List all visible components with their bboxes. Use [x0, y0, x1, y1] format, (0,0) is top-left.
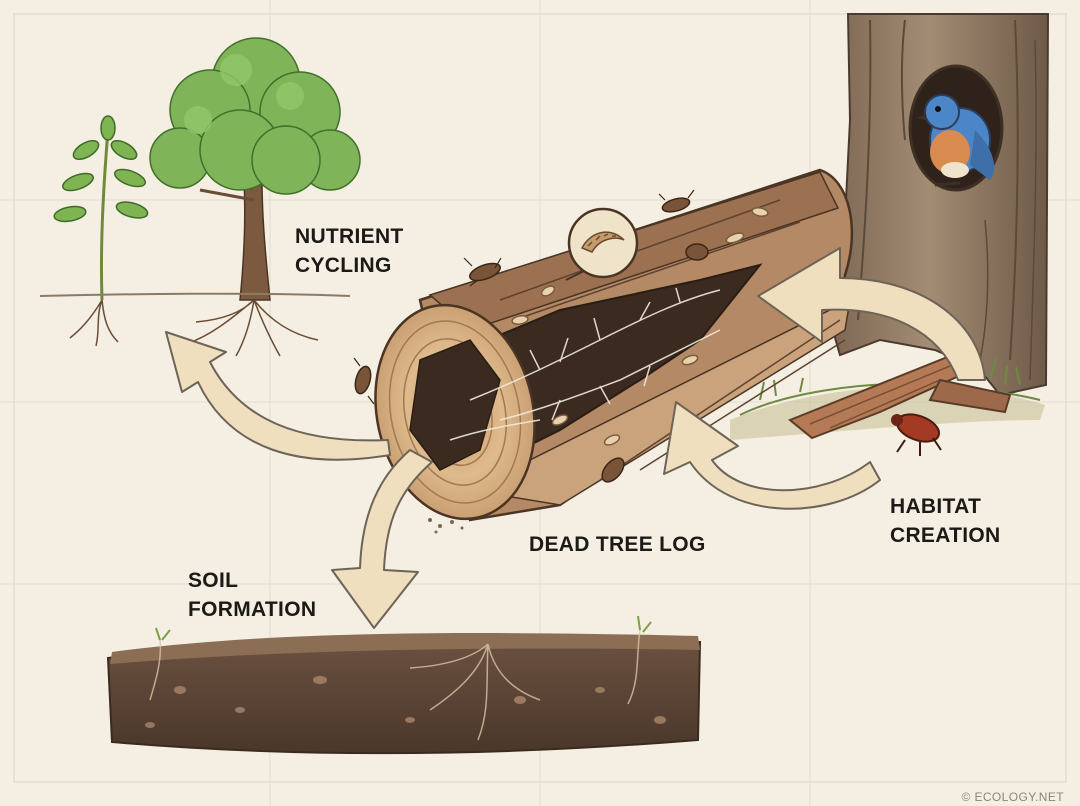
label-soil-line2: FORMATION: [188, 598, 317, 621]
label-nutrient-line2: CYCLING: [295, 254, 392, 277]
magnifier-larva: [565, 207, 639, 281]
fungus-icon: [449, 287, 721, 441]
label-dead-tree-log: DEAD TREE LOG: [529, 530, 706, 559]
arrow-habitat-upper: [757, 247, 986, 381]
log-icon: [374, 168, 854, 522]
label-habitat-creation: HABITAT CREATION: [890, 492, 1001, 550]
beetles: [354, 197, 709, 483]
page-border: [13, 13, 1067, 783]
label-log-text: DEAD TREE LOG: [529, 533, 706, 556]
arrow-soil-formation: [331, 449, 433, 629]
bird-icon: [916, 94, 995, 187]
bark-icon: [788, 350, 1012, 440]
sawdust: [428, 518, 464, 534]
label-nutrient-cycling: NUTRIENT CYCLING: [295, 222, 404, 280]
arrow-habitat-lower: [663, 401, 881, 510]
credit-text: © ECOLOGY.NET: [961, 790, 1064, 804]
label-nutrient-line1: NUTRIENT: [295, 225, 404, 248]
arrow-icon: [165, 247, 986, 629]
sapling-icon: [53, 115, 149, 301]
arrow-nutrient-cycling: [165, 331, 391, 461]
soil-icon: [106, 615, 702, 755]
roots-icon: [39, 292, 351, 357]
tree-icon: [149, 37, 361, 301]
beetle-icon: [891, 413, 942, 456]
larva-icon: [511, 207, 769, 446]
label-habitat-line1: HABITAT: [890, 495, 982, 518]
label-soil-formation: SOIL FORMATION: [188, 566, 316, 624]
label-soil-line1: SOIL: [188, 569, 239, 592]
label-habitat-line2: CREATION: [890, 524, 1001, 547]
